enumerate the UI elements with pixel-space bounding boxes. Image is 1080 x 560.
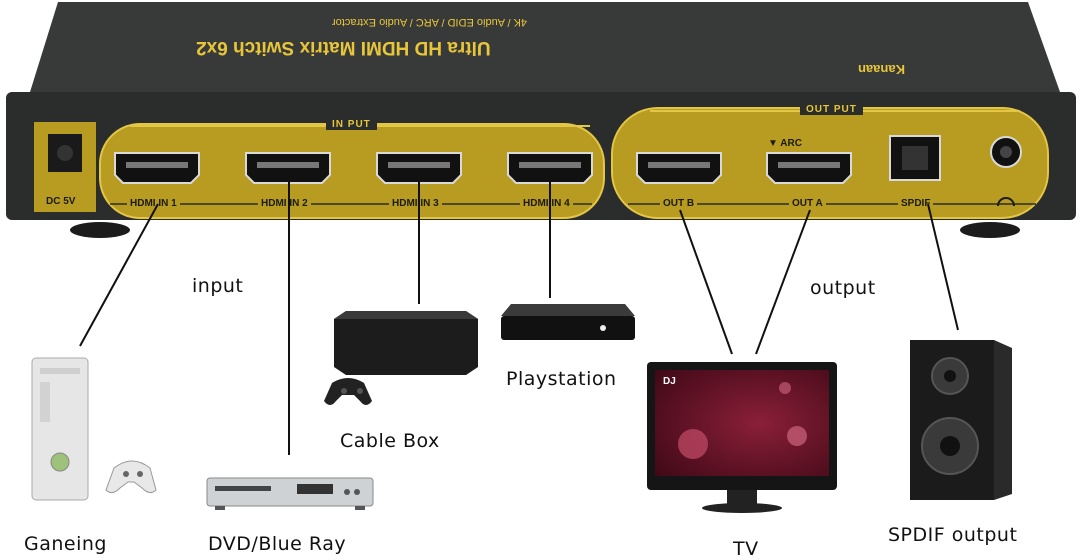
cable-box-caption: Cable Box [340, 430, 440, 452]
hdmi-in-4-label: HDMI IN 4 [520, 198, 573, 209]
device-top-surface [30, 2, 1060, 92]
output-caption: output [810, 277, 876, 299]
tv-caption: TV [733, 538, 759, 560]
arc-label: ▼ ARC [768, 138, 802, 149]
dvd-player-image [206, 477, 374, 510]
playstation-caption: Playstation [506, 368, 617, 390]
input-group-label: IN PUT [326, 119, 377, 130]
hdmi-port-icon [245, 152, 331, 184]
hdmi-in-3-label: HDMI IN 3 [389, 198, 442, 209]
input-caption: input [192, 275, 244, 297]
dvd-caption: DVD/Blue Ray [208, 533, 347, 555]
device-foot-left [70, 222, 130, 238]
dc-jack-hole [57, 145, 73, 161]
gaming-caption: Ganeing [24, 533, 107, 555]
headphone-icon [997, 197, 1015, 207]
spdif-output-caption: SPDIF output [888, 524, 1018, 546]
hdmi-port-icon [507, 152, 593, 184]
line-outb-tv [679, 209, 733, 355]
gaming-console-image [31, 357, 157, 501]
line-spdif-speaker [927, 203, 959, 331]
optical-port-icon [889, 135, 941, 181]
spdif-label: SPDIF [898, 198, 934, 209]
playstation-image [501, 304, 635, 340]
device-foot-right [960, 222, 1020, 238]
hdmi-in-1-label: HDMI IN 1 [127, 198, 180, 209]
hdmi-port-icon [376, 152, 462, 184]
hdmi-matrix-switch [6, 2, 1076, 238]
line-hdmi1-gaming [79, 203, 159, 347]
out-b-label: OUT B [660, 198, 698, 209]
hdmi-port-icon [114, 152, 200, 184]
cable-box-image [324, 311, 478, 405]
speaker-image [910, 340, 1012, 500]
hdmi-in-2-label: HDMI IN 2 [258, 198, 311, 209]
out-a-label: OUT A [789, 198, 826, 209]
power-label: DC 5V [46, 196, 76, 207]
line-outa-tv [755, 209, 811, 355]
output-group-label: OUT PUT [800, 104, 863, 115]
hdmi-port-icon [636, 152, 722, 184]
headphone-jack-icon [990, 136, 1022, 168]
hdmi-port-icon [766, 152, 852, 184]
tv-image: DJ [647, 362, 837, 513]
tv-brand-logo: DJ [663, 376, 676, 387]
